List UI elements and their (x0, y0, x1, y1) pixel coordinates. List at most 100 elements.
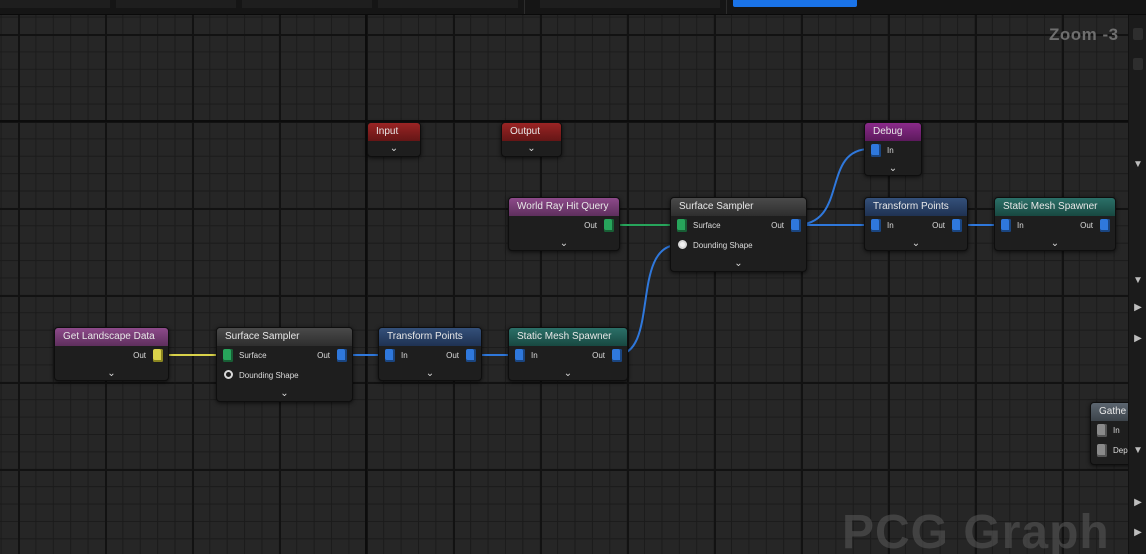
arrow-down-icon[interactable]: ▼ (1133, 275, 1143, 286)
point-data-pin-icon[interactable] (466, 349, 476, 362)
chevron-down-icon[interactable]: ⌄ (425, 368, 435, 379)
pin-in[interactable]: In (865, 141, 921, 161)
graph-origin-vertical-axis (365, 14, 367, 554)
node-surface-sampler-upper[interactable]: Surface Sampler Surface Out Dounding Sha… (670, 197, 807, 272)
arrow-right-icon[interactable]: ▶ (1134, 497, 1142, 508)
point-data-pin-icon[interactable] (385, 349, 395, 362)
pin-label: In (887, 146, 894, 155)
toolbar-tab[interactable] (540, 0, 720, 8)
chevron-down-icon[interactable]: ⌄ (563, 368, 573, 379)
node-static-mesh-spawner-upper[interactable]: Static Mesh Spawner In Out ⌄ (994, 197, 1116, 251)
landscape-data-pin-icon[interactable] (153, 349, 163, 362)
pin-in-out[interactable]: In Out (995, 216, 1115, 236)
pin-label: In (401, 351, 408, 360)
chevron-down-icon[interactable]: ⌄ (559, 238, 569, 249)
pin-in[interactable]: In (1091, 421, 1146, 441)
bounding-shape-pin-icon[interactable] (678, 240, 687, 249)
pin-bounding-shape[interactable]: Dounding Shape (671, 236, 806, 256)
chevron-down-icon[interactable]: ⌄ (888, 163, 898, 174)
node-title: Transform Points (865, 198, 967, 216)
pin-label: Out (1080, 221, 1093, 230)
node-title: Get Landscape Data (55, 328, 168, 346)
arrow-down-icon[interactable]: ▼ (1133, 159, 1143, 170)
pin-label: Out (317, 351, 330, 360)
pin-in-out[interactable]: In Out (379, 346, 481, 366)
right-side-panel: ▼ ▼ ▶ ▶ ▼ ▶ ▶ (1128, 14, 1146, 554)
toolbar-tab[interactable] (116, 0, 236, 8)
node-title: World Ray Hit Query (509, 198, 619, 216)
dependency-pin-icon[interactable] (1097, 444, 1107, 457)
toolbar-divider (524, 0, 525, 14)
node-debug[interactable]: Debug In ⌄ (864, 122, 922, 176)
toolbar-tab[interactable] (378, 0, 518, 8)
wire-spawner-to-bounding-shape[interactable] (615, 244, 679, 356)
pin-label: Dounding Shape (693, 241, 753, 250)
surface-data-pin-icon[interactable] (223, 349, 233, 362)
chevron-down-icon[interactable]: ⌄ (527, 143, 536, 154)
pin-label: Out (133, 351, 146, 360)
pin-label: In (1017, 221, 1024, 230)
point-data-pin-icon[interactable] (612, 349, 622, 362)
pin-surface[interactable]: Surface Out (217, 346, 352, 366)
bounding-shape-pin-icon[interactable] (224, 370, 233, 379)
panel-toggle-icon[interactable] (1133, 58, 1143, 70)
surface-data-pin-icon[interactable] (604, 219, 614, 232)
point-data-pin-icon[interactable] (1001, 219, 1011, 232)
toolbar-tab[interactable] (242, 0, 372, 8)
node-title: Input (368, 123, 420, 141)
toolbar-tab[interactable] (0, 0, 110, 8)
surface-data-pin-icon[interactable] (677, 219, 687, 232)
arrow-right-icon[interactable]: ▶ (1134, 333, 1142, 344)
pin-bounding-shape[interactable]: Dounding Shape (217, 366, 352, 386)
point-data-pin-icon[interactable] (1100, 219, 1110, 232)
node-title: Transform Points (379, 328, 481, 346)
lock-icon[interactable] (1133, 28, 1143, 40)
pin-in-out[interactable]: In Out (509, 346, 627, 366)
point-data-pin-icon[interactable] (1097, 424, 1107, 437)
graph-origin-horizontal-axis (0, 120, 1146, 122)
pin-label: In (531, 351, 538, 360)
point-data-pin-icon[interactable] (791, 219, 801, 232)
top-toolbar (0, 0, 1146, 15)
chevron-down-icon[interactable]: ⌄ (911, 238, 921, 249)
pin-surface[interactable]: Surface Out (671, 216, 806, 236)
node-transform-points-lower[interactable]: Transform Points In Out ⌄ (378, 327, 482, 381)
arrow-down-icon[interactable]: ▼ (1133, 445, 1143, 456)
node-title: Static Mesh Spawner (509, 328, 627, 346)
chevron-down-icon[interactable]: ⌄ (107, 368, 116, 379)
chevron-down-icon[interactable]: ⌄ (1050, 238, 1060, 249)
point-data-pin-icon[interactable] (515, 349, 525, 362)
arrow-right-icon[interactable]: ▶ (1134, 527, 1142, 538)
pin-label: Surface (693, 221, 721, 230)
wire-sampler-to-debug[interactable] (794, 148, 871, 226)
node-transform-points-upper[interactable]: Transform Points In Out ⌄ (864, 197, 968, 251)
point-data-pin-icon[interactable] (871, 219, 881, 232)
node-surface-sampler-lower[interactable]: Surface Sampler Surface Out Dounding Sha… (216, 327, 353, 402)
chevron-down-icon[interactable]: ⌄ (280, 388, 289, 399)
chevron-down-icon[interactable]: ⌄ (389, 143, 399, 154)
point-data-pin-icon[interactable] (871, 144, 881, 157)
pin-dependency[interactable]: Dep (1091, 441, 1146, 461)
chevron-down-icon[interactable]: ⌄ (734, 258, 743, 269)
node-get-landscape-data[interactable]: Get Landscape Data Out ⌄ (54, 327, 169, 381)
pin-out[interactable]: Out (509, 216, 619, 236)
point-data-pin-icon[interactable] (337, 349, 347, 362)
pin-label: Dep (1113, 446, 1128, 455)
pin-in-out[interactable]: In Out (865, 216, 967, 236)
node-world-ray-hit-query[interactable]: World Ray Hit Query Out ⌄ (508, 197, 620, 251)
node-title: Surface Sampler (671, 198, 806, 216)
arrow-right-icon[interactable]: ▶ (1134, 302, 1142, 313)
node-input[interactable]: Input ⌄ (367, 122, 421, 157)
node-title: Surface Sampler (217, 328, 352, 346)
node-title: Static Mesh Spawner (995, 198, 1115, 216)
point-data-pin-icon[interactable] (952, 219, 962, 232)
pin-label: Out (446, 351, 459, 360)
graph-watermark: PCG Graph (842, 506, 1110, 554)
pin-out[interactable]: Out (55, 346, 168, 366)
pin-label: Out (584, 221, 597, 230)
node-output[interactable]: Output ⌄ (501, 122, 562, 157)
node-title: Output (502, 123, 561, 141)
active-tab-highlight[interactable] (733, 0, 857, 7)
node-static-mesh-spawner-lower[interactable]: Static Mesh Spawner In Out ⌄ (508, 327, 628, 381)
